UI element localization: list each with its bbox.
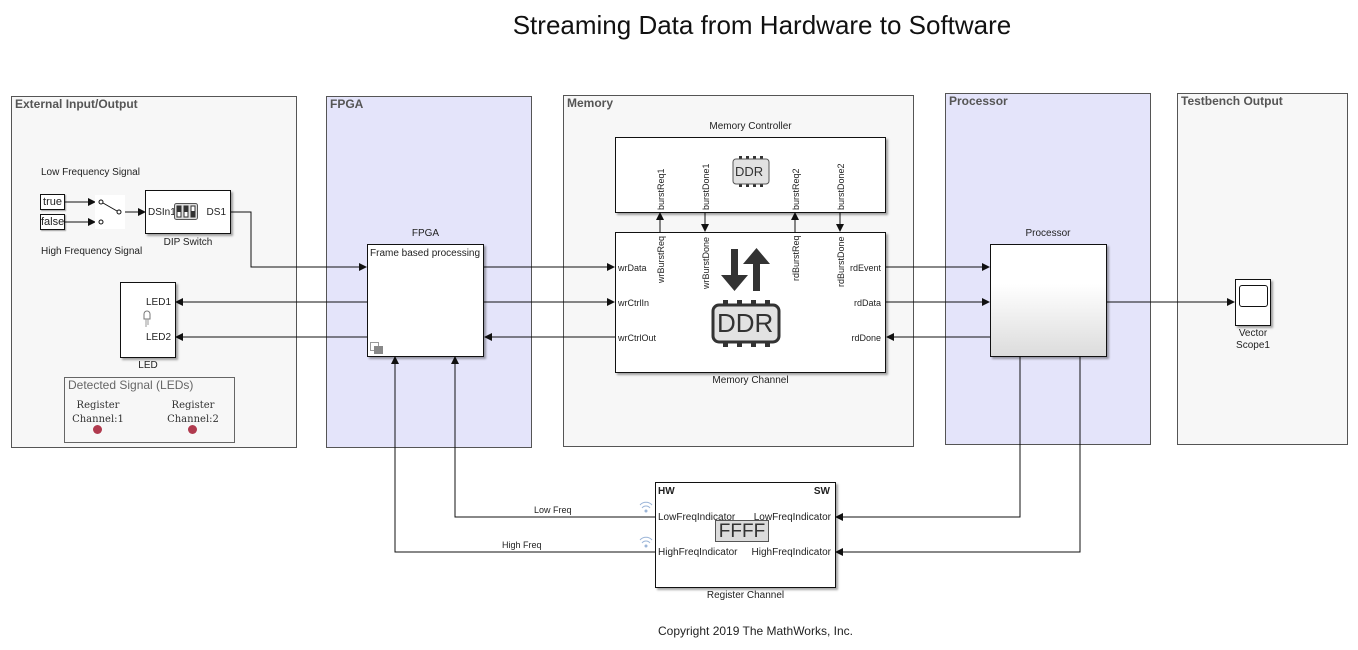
ddr-icon-text: DDR bbox=[735, 164, 764, 179]
ddr-chip-icon-small: DDR bbox=[732, 156, 770, 187]
ddr-icon-text: DDR bbox=[717, 308, 774, 338]
wire-low-freq bbox=[451, 356, 655, 518]
port-burstdone2: burstDone2 bbox=[836, 163, 846, 210]
port-led1: LED1 bbox=[145, 297, 171, 308]
low-frequency-signal-label: Low Frequency Signal bbox=[41, 167, 140, 178]
indicator-label-line2: Channel:1 bbox=[72, 414, 124, 425]
high-frequency-signal-label: High Frequency Signal bbox=[41, 246, 143, 257]
port-sw-highfreqindicator: HighFreqIndicator bbox=[751, 547, 831, 558]
wire-sw-high bbox=[835, 356, 1081, 556]
page-title: Streaming Data from Hardware to Software bbox=[512, 10, 1012, 40]
memory-controller-label: Memory Controller bbox=[709, 121, 792, 132]
copyright-text: Copyright 2019 The MathWorks, Inc. bbox=[658, 624, 853, 638]
manual-switch-block[interactable] bbox=[95, 195, 125, 229]
fpga-block[interactable]: Frame based processing bbox=[367, 244, 484, 357]
vector-scope-block[interactable] bbox=[1235, 279, 1271, 326]
fpga-block-content: Frame based processing bbox=[370, 248, 481, 259]
dip-switch-icon bbox=[174, 203, 198, 220]
port-rdburstdone: rdBurstDone bbox=[836, 236, 846, 287]
scope-label-line2: Scope1 bbox=[1236, 340, 1270, 351]
processor-block-label: Processor bbox=[1025, 228, 1071, 239]
port-rdburstreq: rdBurstReq bbox=[791, 235, 801, 281]
processor-block[interactable] bbox=[990, 244, 1107, 357]
port-rddone: rdDone bbox=[851, 333, 881, 343]
port-wrctrlout: wrCtrlOut bbox=[618, 333, 656, 343]
constant-false-block[interactable]: false bbox=[40, 214, 65, 230]
port-burstreq1: burstReq1 bbox=[656, 168, 666, 210]
wireless-signal-icon bbox=[639, 536, 653, 548]
wire-ds1-fpga bbox=[230, 211, 367, 271]
port-rdevent: rdEvent bbox=[849, 263, 881, 273]
ddr-chip-icon-large: DDR bbox=[711, 300, 781, 347]
led-icon bbox=[143, 310, 151, 327]
constant-true-block[interactable]: true bbox=[40, 194, 65, 210]
area-label: Testbench Output bbox=[1181, 94, 1283, 108]
high-freq-signal-label: High Freq bbox=[502, 540, 542, 550]
port-burstreq2: burstReq2 bbox=[791, 168, 801, 210]
indicator-label-line2: Channel:2 bbox=[167, 414, 219, 425]
port-wrctrlin: wrCtrlIn bbox=[618, 298, 649, 308]
vector-scope-label: Vector Scope1 bbox=[1223, 328, 1283, 352]
indicator-label-line1: Register bbox=[171, 400, 215, 411]
port-led2: LED2 bbox=[145, 332, 171, 343]
port-hw-lowfreqindicator: LowFreqIndicator bbox=[658, 512, 736, 523]
register-hex-display: FFFF bbox=[715, 520, 769, 542]
wire-sw-low bbox=[835, 356, 1021, 521]
area-label: Memory bbox=[567, 96, 614, 110]
area-testbench-output[interactable]: Testbench Output bbox=[1177, 93, 1348, 445]
memory-channel-label: Memory Channel bbox=[712, 375, 789, 386]
port-dsin1: DSIn1 bbox=[148, 207, 176, 218]
scope-label-line1: Vector bbox=[1238, 328, 1268, 339]
indicator-label-line1: Register bbox=[76, 400, 120, 411]
low-freq-signal-label: Low Freq bbox=[534, 505, 572, 515]
sw-label: SW bbox=[813, 486, 830, 497]
subsystem-reference-icon bbox=[370, 342, 383, 354]
port-sw-lowfreqindicator: LowFreqIndicator bbox=[753, 512, 831, 523]
register-channel-1-indicator: Register Channel:1 bbox=[65, 399, 131, 427]
area-fpga[interactable]: FPGA bbox=[326, 96, 532, 448]
dip-switch-label: DIP Switch bbox=[163, 237, 213, 248]
register-channel-2-indicator: Register Channel:2 bbox=[160, 399, 226, 427]
area-label: Processor bbox=[949, 94, 1008, 108]
port-hw-highfreqindicator: HighFreqIndicator bbox=[658, 547, 738, 558]
port-burstdone1: burstDone1 bbox=[701, 163, 711, 210]
port-ds1: DS1 bbox=[206, 207, 226, 218]
led-block[interactable]: LED1 LED2 bbox=[120, 282, 176, 358]
memory-channel-block[interactable]: wrBurstReq wrBurstDone rdBurstReq rdBurs… bbox=[615, 232, 886, 373]
detected-signal-title: Detected Signal (LEDs) bbox=[68, 378, 194, 392]
register-channel-block[interactable]: HW SW FFFF LowFreqIndicator HighFreqIndi… bbox=[655, 482, 836, 588]
led-label: LED bbox=[138, 360, 158, 371]
transfer-arrows-icon bbox=[721, 248, 770, 291]
port-wrdata: wrData bbox=[618, 263, 647, 273]
wire-high-freq bbox=[391, 356, 655, 553]
memory-controller-block[interactable]: burstReq1 burstDone1 burstReq2 burstDone… bbox=[615, 137, 886, 213]
dip-switch-block[interactable]: DSIn1 DS1 bbox=[145, 190, 231, 234]
detected-signal-panel: Detected Signal (LEDs) Register Channel:… bbox=[64, 377, 235, 443]
port-wrburstreq: wrBurstReq bbox=[656, 235, 666, 283]
area-label: FPGA bbox=[330, 97, 364, 111]
register-channel-label: Register Channel bbox=[706, 590, 785, 601]
wireless-signal-icon bbox=[639, 501, 653, 513]
led-indicator-dot-1 bbox=[93, 425, 102, 434]
fpga-block-label: FPGA bbox=[411, 228, 440, 239]
hw-label: HW bbox=[658, 486, 675, 497]
port-rddata: rdData bbox=[853, 298, 881, 308]
led-indicator-dot-2 bbox=[188, 425, 197, 434]
scope-screen-icon bbox=[1239, 285, 1268, 307]
area-label: External Input/Output bbox=[15, 97, 138, 111]
port-wrburstdone: wrBurstDone bbox=[701, 236, 711, 289]
